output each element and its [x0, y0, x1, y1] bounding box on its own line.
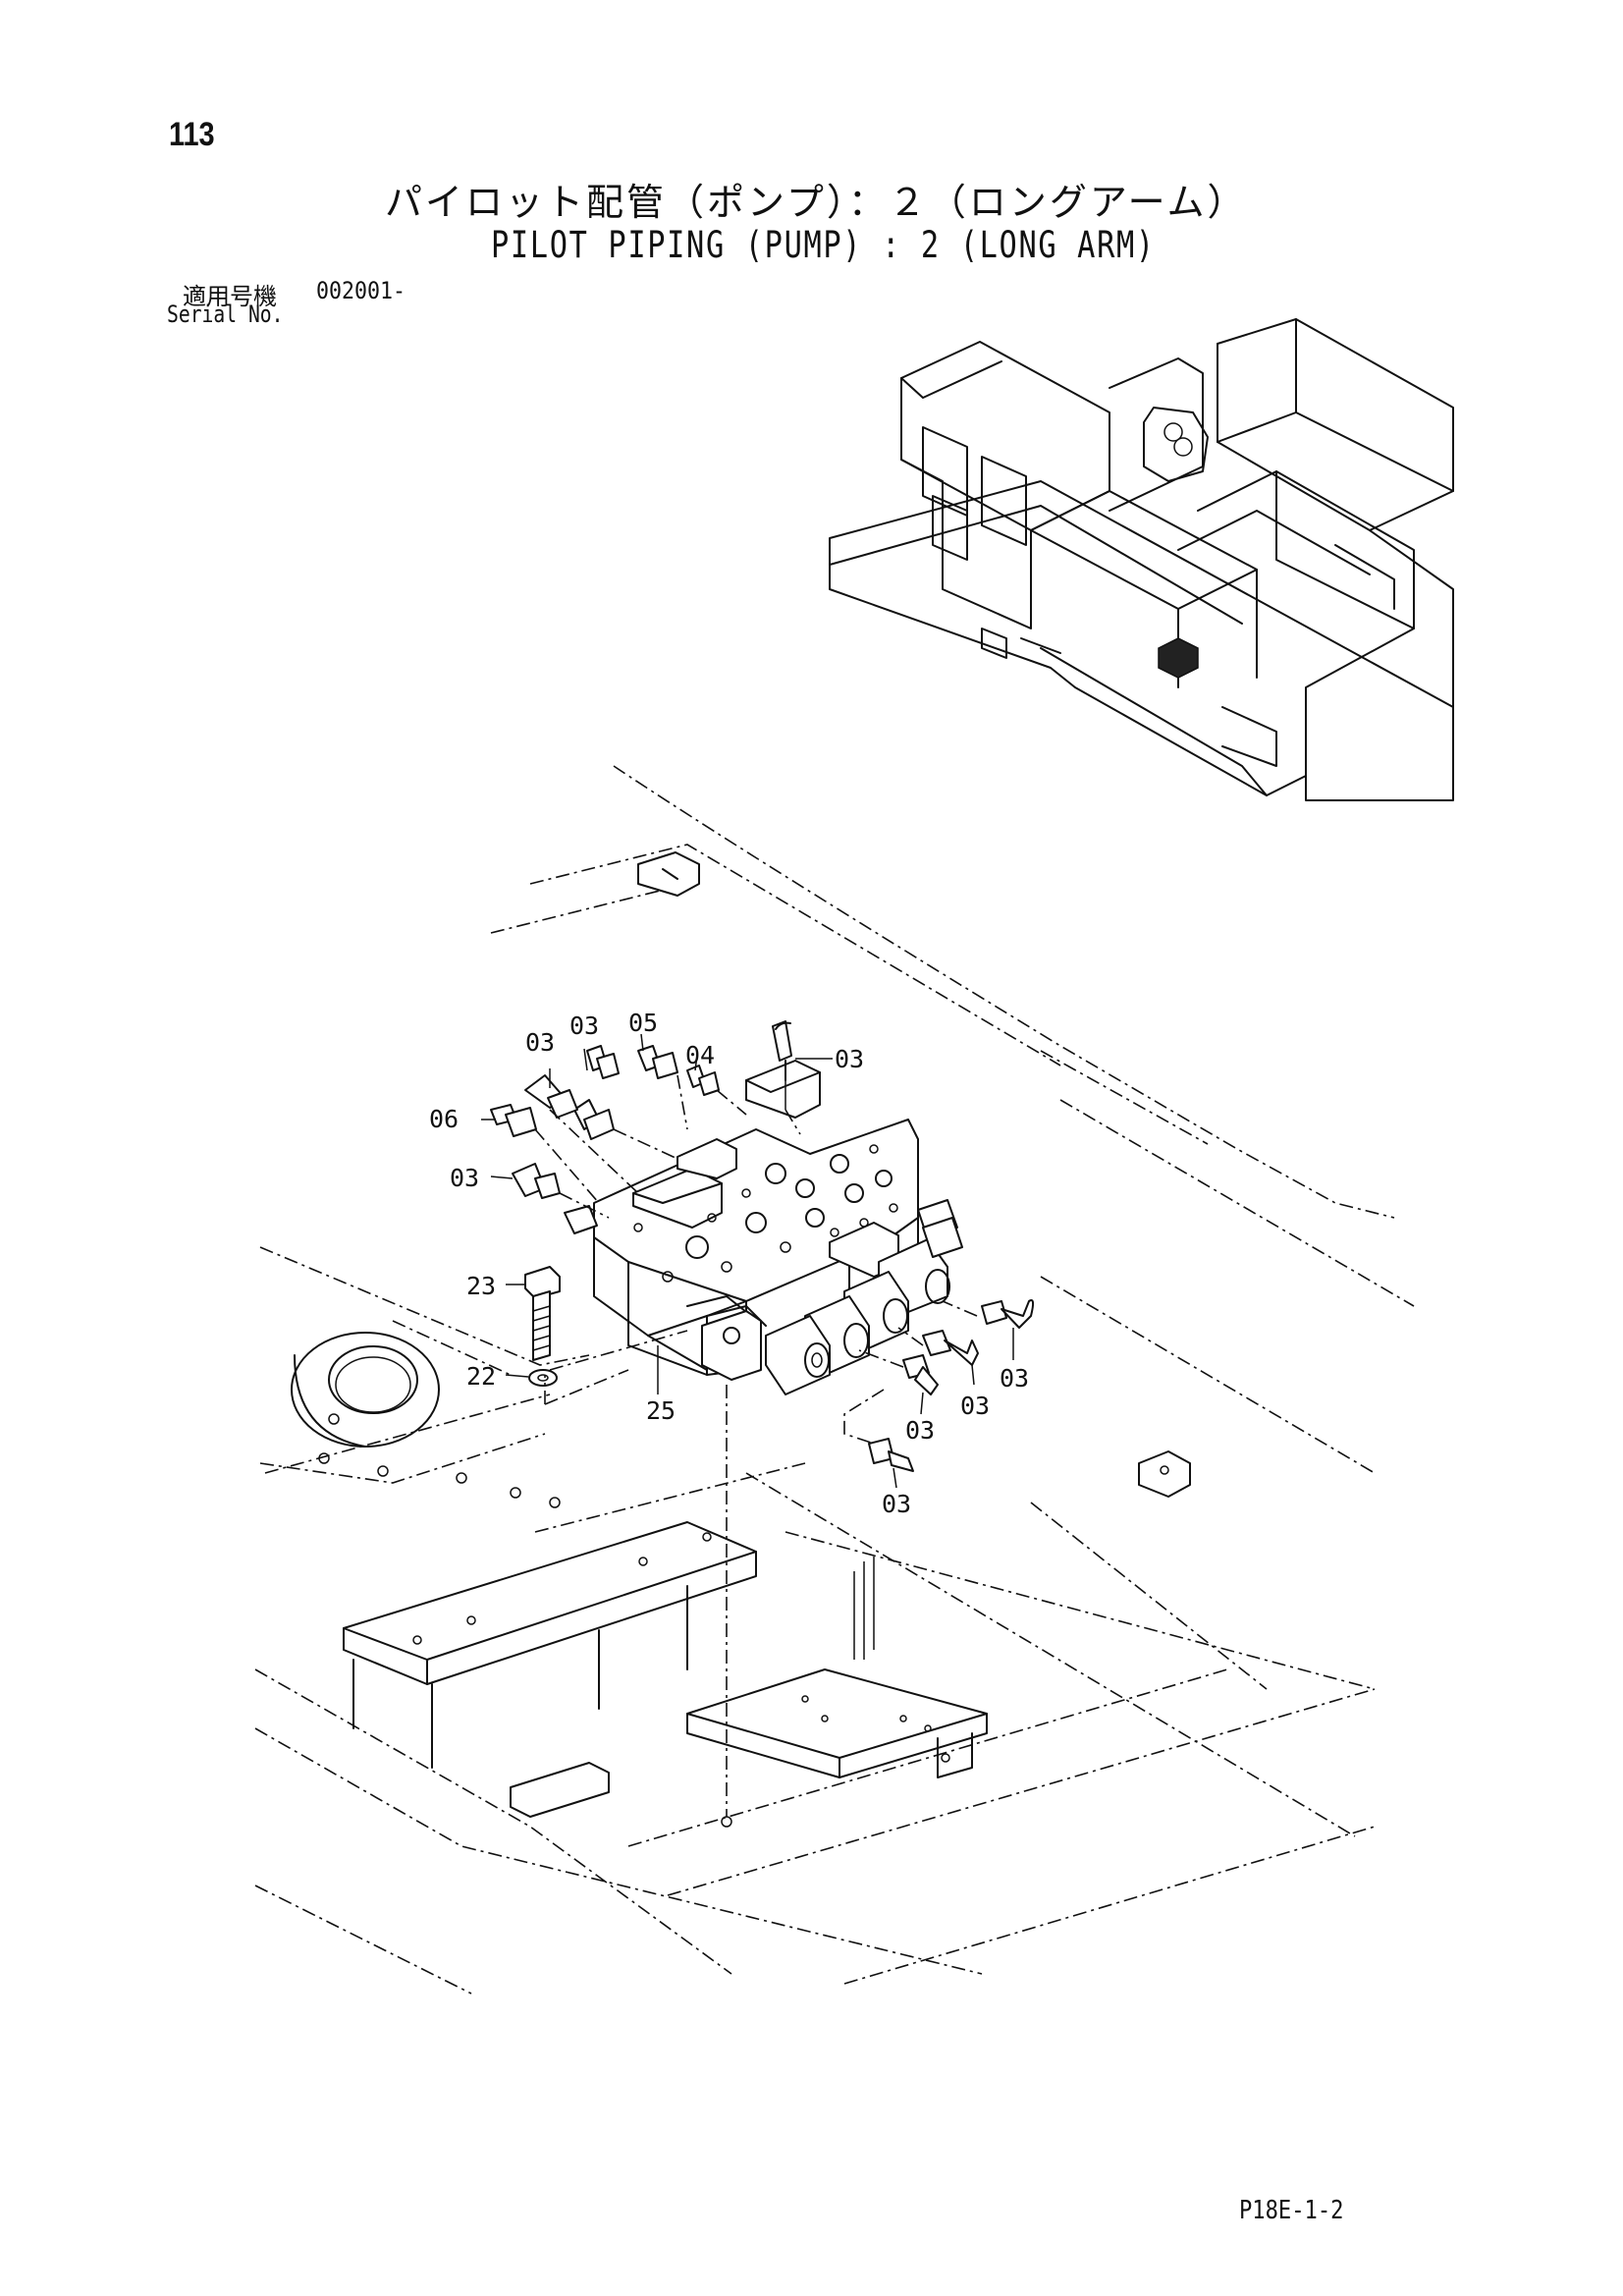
page-number: 113 — [169, 116, 215, 153]
callout-03-bottom: 03 — [882, 1490, 911, 1518]
serial-label-japanese: 適用号機 — [183, 283, 277, 310]
callout-03-upper-left: 03 — [525, 1028, 555, 1057]
callout-25: 25 — [646, 1396, 676, 1425]
callout-labels: 03 03 03 05 04 06 03 23 22 25 03 03 03 0… — [429, 1009, 1029, 1518]
callout-06: 06 — [429, 1105, 459, 1133]
pipe-fittings — [490, 1020, 1035, 1472]
callout-03-right-1: 03 — [1000, 1364, 1029, 1393]
control-valve-assembly — [593, 1060, 963, 1395]
page-title-japanese: パイロット配管（ポンプ）：２（ロングアーム） — [385, 181, 1248, 224]
callout-04: 04 — [685, 1041, 715, 1069]
callout-03-left: 03 — [450, 1164, 479, 1192]
callout-03-right-3: 03 — [905, 1416, 935, 1445]
machine-overview-sketch — [829, 318, 1454, 801]
callout-22: 22 — [466, 1362, 496, 1391]
callout-03-upper-middle: 03 — [569, 1011, 599, 1040]
callout-23: 23 — [466, 1272, 496, 1300]
leader-lines — [481, 1033, 1014, 1828]
serial-label-english: Serial No. — [167, 301, 284, 328]
serial-number-value: 002001- — [316, 277, 406, 304]
callout-03-top-right: 03 — [835, 1045, 864, 1073]
page-title-english: PILOT PIPING (PUMP) : 2 (LONG ARM) — [491, 224, 1156, 266]
upper-frame-structure — [254, 765, 1415, 1995]
callout-05: 05 — [628, 1009, 658, 1037]
callout-03-right-2: 03 — [960, 1392, 990, 1420]
page-code: P18E-1-2 — [1239, 2196, 1344, 2225]
